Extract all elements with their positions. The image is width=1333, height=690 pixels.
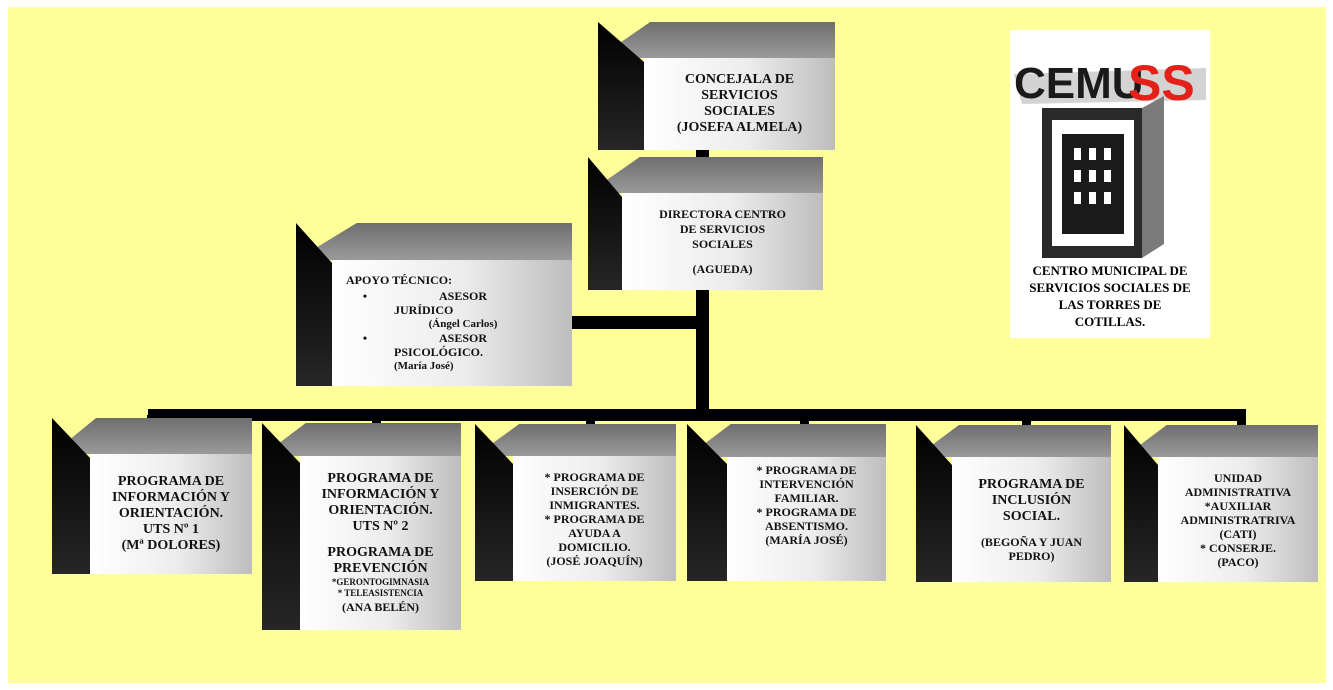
program-4-line: * PROGRAMA DE (756, 463, 857, 477)
program-4-line: * PROGRAMA DE (756, 505, 857, 519)
program-4-line: ABSENTISMO. (764, 519, 849, 533)
directora-line1: DIRECTORA CENTRO (659, 206, 786, 221)
program-box-4: * PROGRAMA DE INTERVENCIÓN FAMILIAR. * P… (687, 424, 886, 581)
program-1-line: PROGRAMA DE (117, 474, 225, 489)
concejala-line2: SERVICIOS (701, 88, 778, 103)
apoyo-title: APOYO TÉCNICO: (346, 273, 453, 287)
program-3-line: INMIGRANTES. (549, 497, 640, 512)
program-2-line: PROGRAMA DE (327, 471, 434, 486)
program-2-line: INFORMACIÓN Y (321, 487, 440, 502)
program-box-6: UNIDAD ADMINISTRATIVA *AUXILIAR ADMINIST… (1124, 425, 1318, 582)
program-3-line: * PROGRAMA DE (544, 469, 645, 484)
program-2-name: (ANA BELÉN) (341, 600, 419, 614)
logo-caption: CENTRO MUNICIPAL DE SERVICIOS SOCIALES D… (1010, 262, 1210, 330)
logo-caption-line1: CENTRO MUNICIPAL DE (1032, 263, 1188, 278)
program-3-line: AYUDA A (568, 525, 621, 540)
program-6-line: (CATI) (1219, 526, 1257, 541)
apoyo-psicologico-l2: PSICOLÓGICO. (394, 345, 484, 359)
program-3-line: * PROGRAMA DE (544, 511, 645, 526)
logo-caption-line2: SERVICIOS SOCIALES DE (1029, 280, 1191, 295)
directora-box: DIRECTORA CENTRO DE SERVICIOS SOCIALES (… (588, 157, 823, 290)
concejala-line3: SOCIALES (704, 104, 775, 119)
logo-caption-line3: LAS TORRES DE (1058, 297, 1162, 312)
program-4-line: (MARÍA JOSÉ) (765, 533, 848, 547)
program-6-line: ADMINISTRATIVA (1184, 484, 1292, 499)
program-2-line: PREVENCIÓN (333, 561, 428, 576)
apoyo-item-psicologico: • ASESOR PSICOLÓGICO. (María José) (346, 331, 572, 373)
program-box-2: PROGRAMA DE INFORMACIÓN Y ORIENTACIÓN. U… (262, 423, 461, 630)
program-1-line: INFORMACIÓN Y (111, 490, 231, 505)
program-6-line: ADMINISTRATRIVA (1180, 512, 1296, 527)
program-2-line: UTS Nº 2 (352, 519, 409, 534)
program-6-line: (PACO) (1217, 554, 1259, 569)
program-2-line: PROGRAMA DE (327, 545, 434, 560)
program-6-line: *AUXILIAR (1204, 498, 1272, 513)
apoyo-tecnico-box: APOYO TÉCNICO: • ASESOR JURÍDICO (Ángel … (296, 223, 572, 386)
apoyo-psicologico-l1: ASESOR (438, 331, 488, 345)
connector-directora-trunk (696, 290, 709, 420)
program-5-line: SOCIAL. (1002, 508, 1061, 524)
program-3-line: INSERCIÓN DE (550, 483, 639, 498)
program-2-small: *GERONTOGIMNASIA (331, 577, 430, 587)
concejala-line1: CONCEJALA DE (684, 72, 795, 87)
bullet-icon: • (362, 331, 368, 345)
program-2-line: ORIENTACIÓN. (328, 503, 433, 518)
program-box-3: * PROGRAMA DE INSERCIÓN DE INMIGRANTES. … (475, 424, 676, 581)
program-6-line: * CONSERJE. (1199, 540, 1276, 555)
connector-apoyo (567, 316, 702, 329)
apoyo-psicologico-name: (María José) (394, 360, 454, 372)
program-1-line: UTS Nº 1 (143, 522, 199, 537)
program-4-line: INTERVENCIÓN (759, 477, 854, 491)
program-6-line: UNIDAD (1214, 470, 1262, 485)
apoyo-juridico-name: (Ángel Carlos) (428, 318, 498, 330)
program-5-name: (BEGOÑA Y JUAN (980, 534, 1083, 549)
bullet-icon: • (362, 289, 368, 303)
directora-line2: DE SERVICIOS (679, 221, 766, 236)
program-3-line: (JOSÉ JOAQUÍN) (546, 553, 643, 568)
apoyo-juridico-l2: JURÍDICO (394, 303, 454, 317)
program-box-1: PROGRAMA DE INFORMACIÓN Y ORIENTACIÓN. U… (52, 418, 252, 574)
logo-word-cemu: CEMU (1014, 59, 1144, 108)
concejala-box: CONCEJALA DE SERVICIOS SOCIALES (JOSEFA … (598, 22, 835, 150)
concejala-line4: (JOSEFA ALMELA) (676, 120, 803, 135)
program-5-name2: PEDRO) (1008, 548, 1055, 563)
program-1-line: ORIENTACIÓN. (118, 506, 224, 521)
program-5-line: INCLUSIÓN (991, 492, 1072, 508)
directora-line3: SOCIALES (692, 236, 753, 251)
program-3-line: DOMICILIO. (558, 539, 631, 554)
logo-caption-line4: COTILLAS. (1074, 314, 1146, 329)
apoyo-juridico-l1: ASESOR (438, 289, 488, 303)
program-1-line: (Mª DOLORES) (121, 538, 221, 553)
connector-horizontal-bus (148, 409, 1246, 421)
program-4-line: FAMILIAR. (774, 491, 839, 505)
directora-line4: (AGUEDA) (692, 261, 753, 276)
cemuss-logo-card: CEMU SS CENTRO MUNICIPAL DE SERVICIOS SO… (1010, 30, 1210, 338)
program-5-line: PROGRAMA DE (978, 476, 1085, 492)
program-2-small: * TELEASISTENCIA (337, 588, 424, 598)
apoyo-item-juridico: • ASESOR JURÍDICO (Ángel Carlos) (346, 289, 572, 331)
cemuss-logo: CEMU SS (1014, 55, 1206, 258)
program-box-5: PROGRAMA DE INCLUSIÓN SOCIAL. (BEGOÑA Y … (916, 425, 1111, 582)
